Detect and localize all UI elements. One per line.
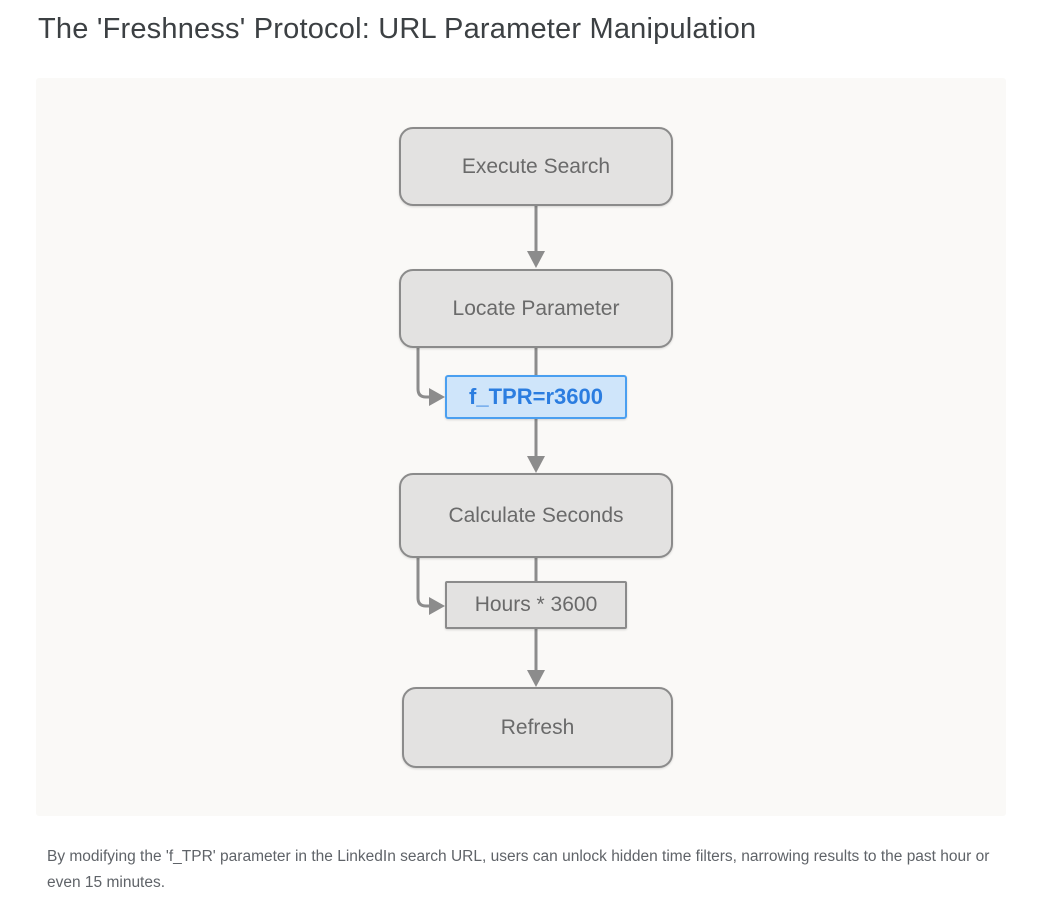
flow-node-hours-formula: Hours * 3600: [445, 581, 627, 629]
flow-node-label: f_TPR=r3600: [469, 384, 603, 409]
flow-node-locate-parameter: Locate Parameter: [399, 269, 673, 348]
flow-node-refresh: Refresh: [402, 687, 673, 768]
figure-caption: By modifying the 'f_TPR' parameter in th…: [47, 848, 990, 891]
arrowhead-down-icon: [527, 456, 545, 473]
flow-node-label: Refresh: [500, 715, 575, 739]
flow-node-label: Hours * 3600: [474, 593, 598, 616]
connector-calculate-to-hours: [416, 558, 431, 608]
arrowhead-down-icon: [527, 670, 545, 687]
flow-node-f-tpr-param: f_TPR=r3600: [445, 375, 627, 419]
flow-node-execute-search: Execute Search: [399, 127, 673, 206]
connector-locate-to-param: [416, 348, 431, 399]
flow-node-label: Locate Parameter: [452, 296, 620, 320]
flow-node-label: Calculate Seconds: [448, 503, 624, 527]
arrowhead-right-icon: [429, 597, 445, 615]
arrowhead-right-icon: [429, 388, 445, 406]
flow-node-calculate-seconds: Calculate Seconds: [399, 473, 673, 558]
arrowhead-down-icon: [527, 251, 545, 268]
page-title: The 'Freshness' Protocol: URL Parameter …: [38, 13, 757, 45]
flow-node-label: Execute Search: [461, 154, 611, 178]
